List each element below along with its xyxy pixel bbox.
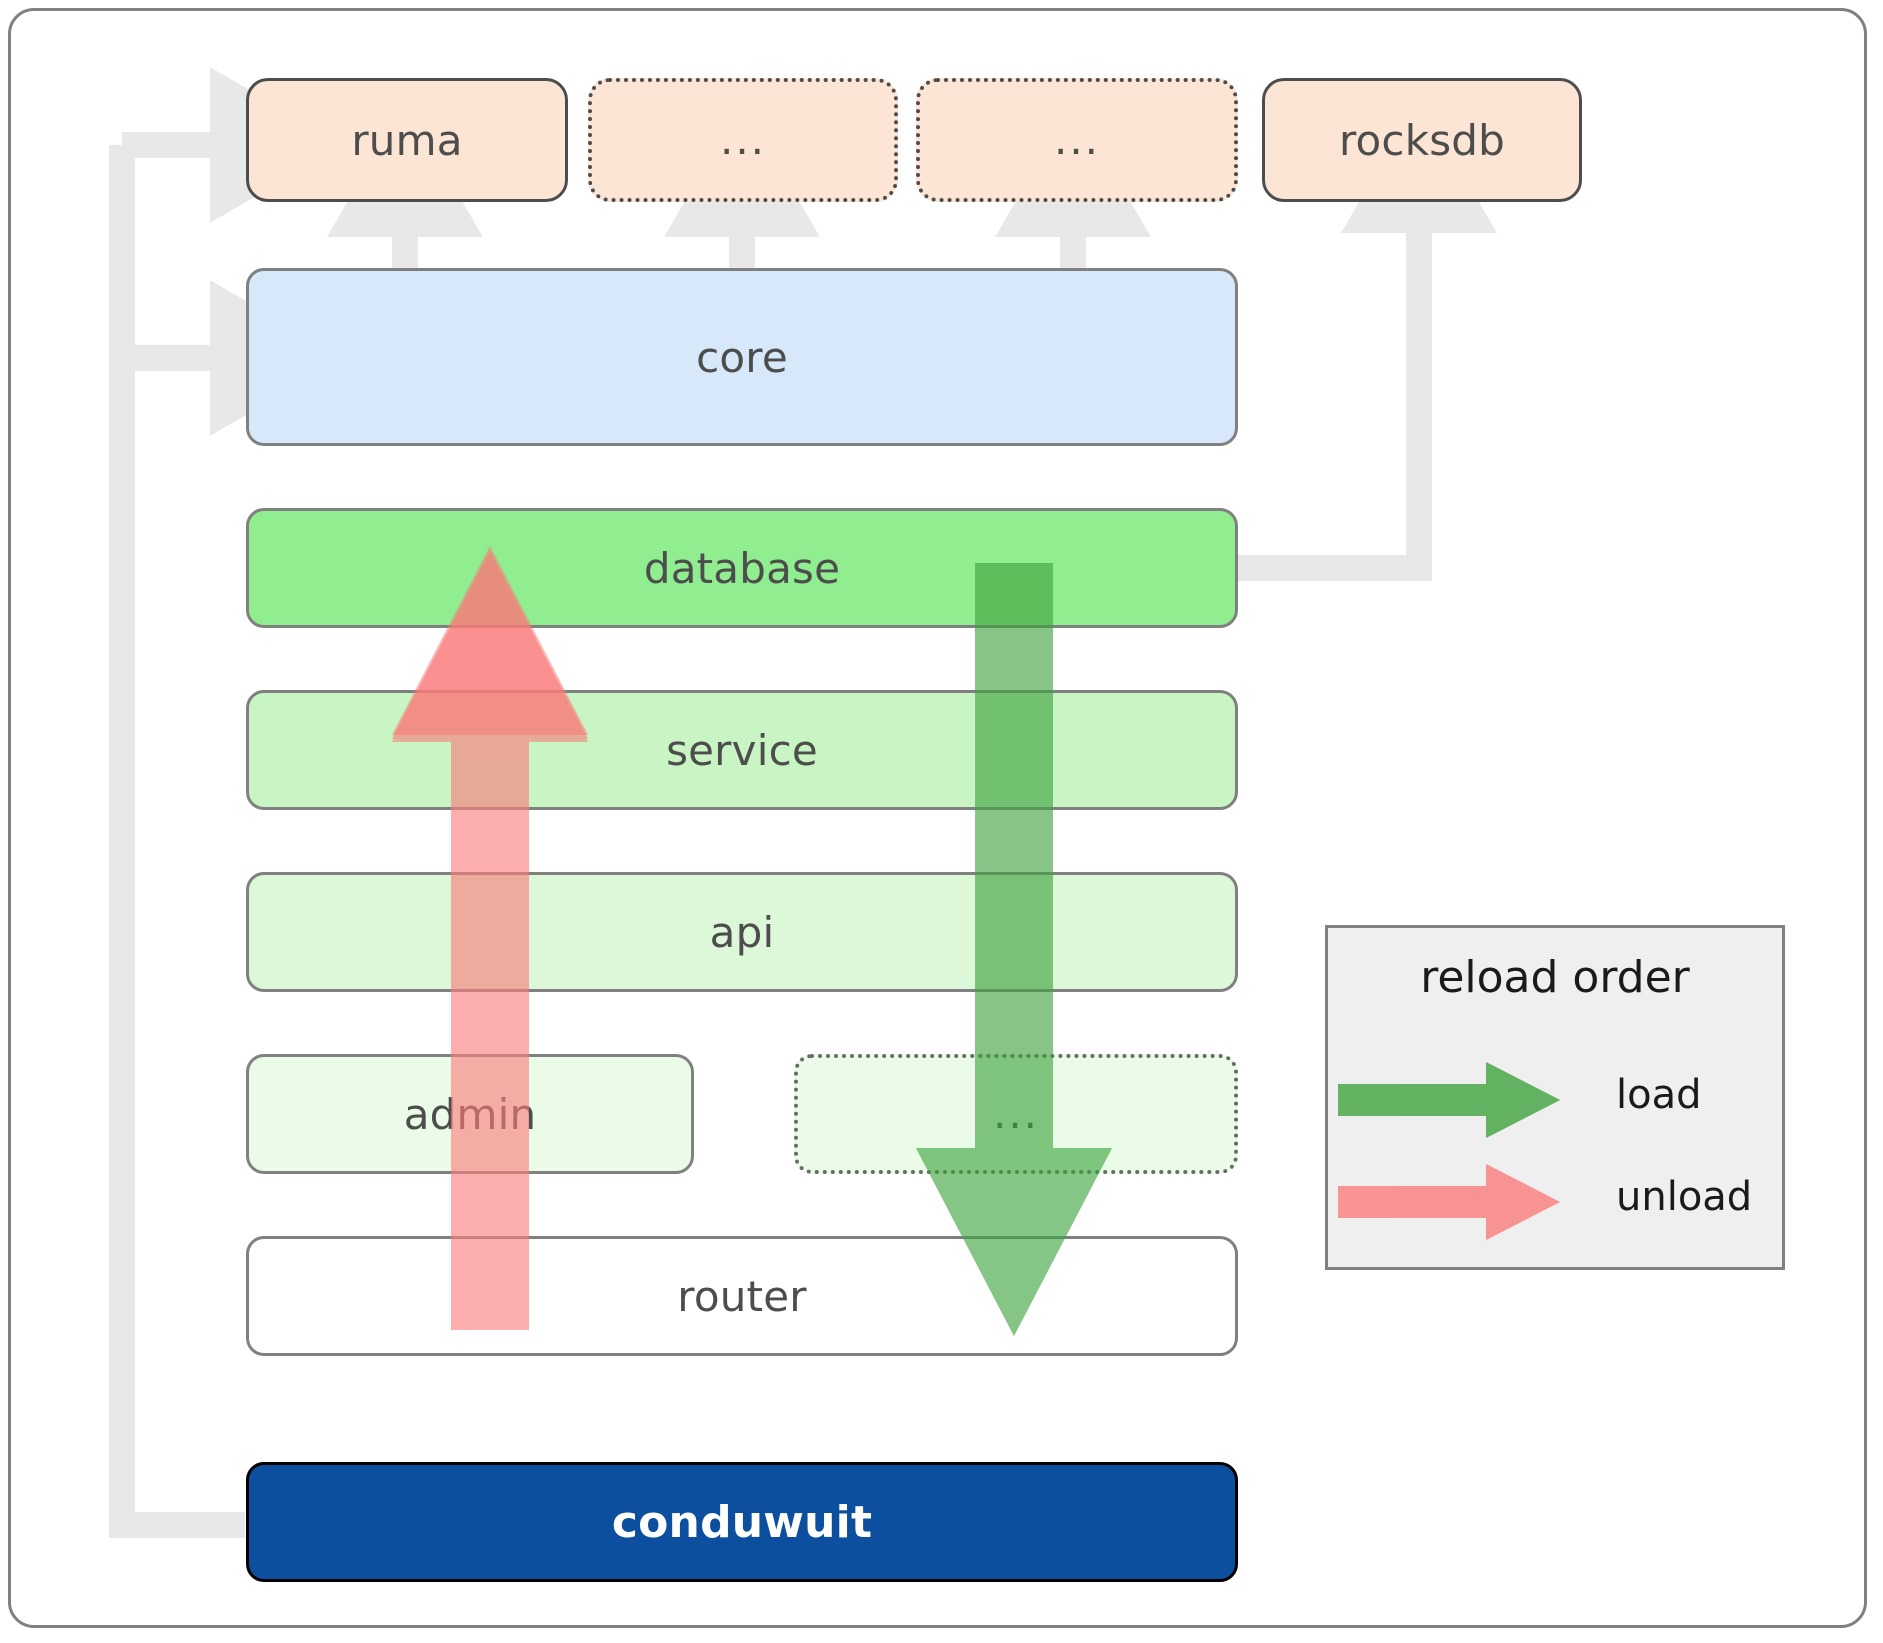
layer-label-api: api (709, 907, 775, 957)
load-arrow-icon (1338, 1062, 1560, 1138)
layer-label-admin: admin (403, 1089, 537, 1139)
layer-label-router: router (677, 1271, 807, 1321)
diagram-frame (8, 8, 1867, 1628)
app-box-conduwuit[interactable]: conduwuit (246, 1462, 1238, 1582)
core-label: core (696, 332, 788, 382)
core-box[interactable]: core (246, 268, 1238, 446)
layer-box-api[interactable]: api (246, 872, 1238, 992)
app-label-conduwuit: conduwuit (611, 1496, 873, 1548)
unload-arrow-icon (1338, 1164, 1560, 1240)
layer-label-service: service (666, 725, 818, 775)
layer-label-database: database (643, 543, 841, 593)
dependency-label-placeholder-2: ... (1053, 114, 1101, 164)
layer-box-placeholder[interactable]: ... (794, 1054, 1238, 1174)
dependency-box-rocksdb[interactable]: rocksdb (1262, 78, 1582, 202)
layer-box-router[interactable]: router (246, 1236, 1238, 1356)
legend-label-load: load (1616, 1072, 1702, 1118)
dependency-box-placeholder-1[interactable]: ... (588, 78, 898, 202)
legend-title: reload order (1420, 952, 1690, 1003)
dependency-label-placeholder-1: ... (719, 114, 767, 164)
dependency-label-rocksdb: rocksdb (1338, 115, 1506, 165)
legend-row-load: load (1328, 1058, 1782, 1142)
legend-panel: reload order load unload (1325, 925, 1785, 1270)
dependency-label-ruma: ruma (351, 115, 463, 165)
legend-label-unload: unload (1616, 1174, 1753, 1220)
legend-row-unload: unload (1328, 1160, 1782, 1244)
layer-box-database[interactable]: database (246, 508, 1238, 628)
dependency-box-ruma[interactable]: ruma (246, 78, 568, 202)
layer-label-placeholder: ... (992, 1088, 1040, 1138)
layer-box-admin[interactable]: admin (246, 1054, 694, 1174)
layer-box-service[interactable]: service (246, 690, 1238, 810)
dependency-box-placeholder-2[interactable]: ... (916, 78, 1238, 202)
